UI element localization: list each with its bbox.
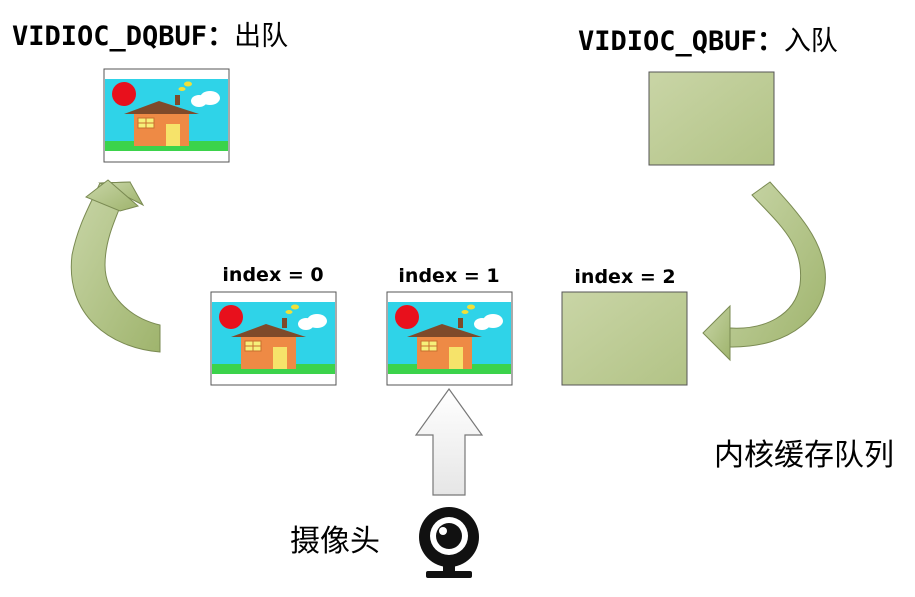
- kernel-queue-label: 内核缓存队列: [714, 438, 894, 473]
- buffer-0-label: index = 0: [222, 264, 323, 286]
- webcam-icon: [419, 507, 479, 578]
- buffer-2: [561, 291, 688, 386]
- camera-label: 摄像头: [290, 524, 380, 559]
- enqueue-arrow-head-icon: [702, 304, 731, 362]
- qbuf-title: VIDIOC_QBUF：入队: [578, 26, 838, 57]
- enqueue-curved-arrow-icon: [729, 181, 826, 348]
- dqbuf-title: VIDIOC_DQBUF：出队: [12, 21, 288, 52]
- buffer-1: [386, 291, 513, 386]
- buffer-2-label: index = 2: [574, 266, 675, 288]
- dequeued-buffer: [103, 68, 230, 163]
- enqueue-buffer: [648, 71, 775, 166]
- house-picture-icon: [103, 68, 230, 163]
- house-picture-icon: [210, 291, 337, 386]
- house-picture-icon: [386, 291, 513, 386]
- buffer-1-label: index = 1: [398, 265, 499, 287]
- up-arrow-icon: [414, 387, 484, 496]
- buffer-0: [210, 291, 337, 386]
